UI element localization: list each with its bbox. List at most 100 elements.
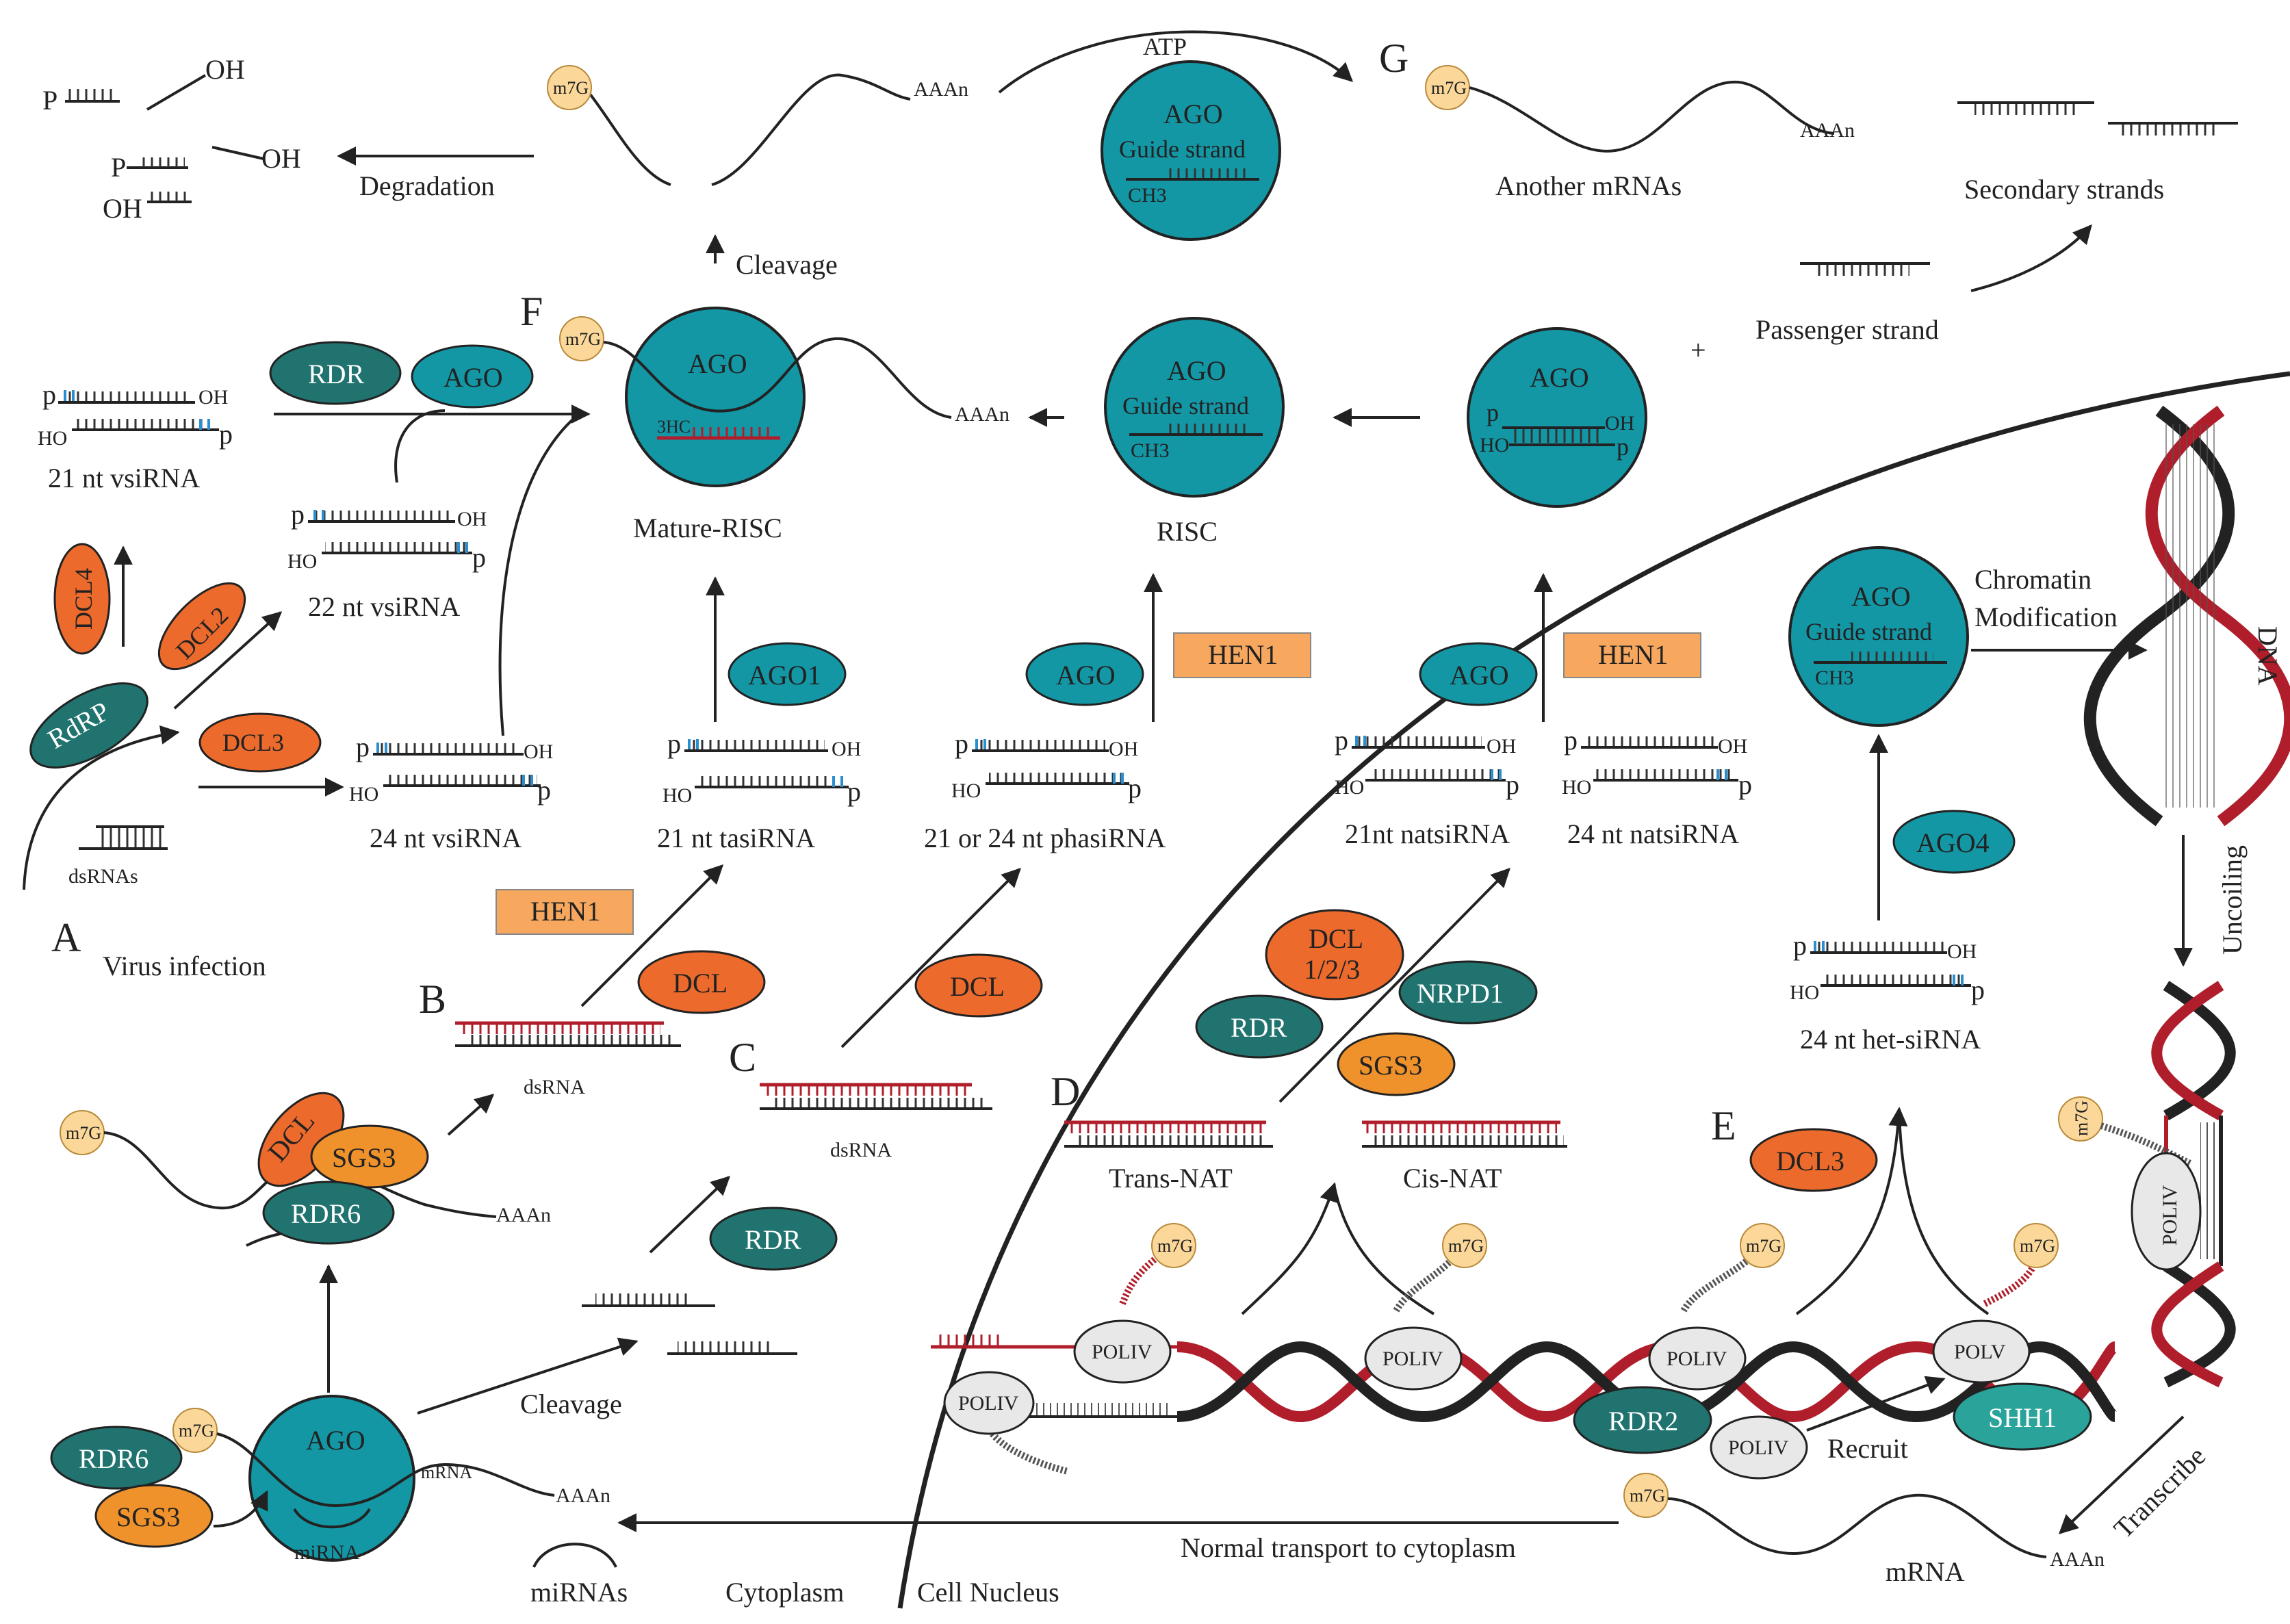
cell-nucleus-label: Cell Nucleus	[917, 1577, 1059, 1608]
letter-c: C	[729, 1035, 756, 1080]
dcl2-arrow	[173, 611, 283, 710]
ch3-risc: CH3	[1131, 439, 1170, 462]
dcl123-ellipse	[1265, 909, 1404, 1001]
nuclear-membrane	[897, 371, 2290, 1609]
phasirna-p: p	[955, 728, 968, 759]
vsirna22-label: 22 nt vsiRNA	[308, 591, 460, 622]
poliv-4-label: POLIV	[958, 1392, 1019, 1415]
hen1-label-b: HEN1	[530, 896, 600, 927]
ago-recycled	[1101, 60, 1281, 241]
pre-risc-oh: OH	[1605, 412, 1634, 435]
cap-label-e2: m7G	[2020, 1236, 2055, 1256]
dsrna-b-label: dsRNA	[524, 1076, 585, 1098]
fragment-oh-2: OH	[261, 143, 301, 174]
mirna-target-mrna	[216, 1432, 555, 1508]
phasirna-ho: HO	[951, 779, 981, 802]
dcl-label-b: DCL	[673, 968, 728, 998]
normal-transport-label: Normal transport to cytoplasm	[1181, 1532, 1516, 1563]
dcl123-label-line2: 1/2/3	[1304, 954, 1360, 985]
cap-label-g: m7G	[1431, 78, 1467, 98]
sgs3-label-d: SGS3	[1359, 1050, 1422, 1081]
sgs3-ellipse-mirna	[94, 1484, 214, 1548]
ago-label-c: AGO	[1056, 660, 1116, 691]
rdr6-to-dsrna-arrow	[447, 1094, 495, 1136]
hen1-box-d	[1563, 632, 1701, 678]
pre-risc-ho: HO	[1480, 434, 1509, 456]
nrpd1-ellipse	[1398, 960, 1538, 1024]
het-arc-right	[1898, 1111, 1990, 1315]
plus-sign: +	[1690, 335, 1706, 365]
ago-top-label: AGO	[443, 362, 503, 393]
letter-a: A	[51, 915, 81, 960]
cleavage-label-top: Cleavage	[736, 249, 838, 280]
rdrp-ellipse	[29, 682, 149, 769]
trans-arc-right	[1333, 1187, 1435, 1315]
cap-circle-d2	[1442, 1223, 1487, 1268]
vertical-dna-helix	[2083, 405, 2290, 827]
vsirna21-p: p	[42, 379, 56, 410]
another-mrnas-label: Another mRNAs	[1495, 170, 1682, 201]
ch3-het: CH3	[1815, 667, 1854, 689]
cap-circle-mrna	[1623, 1473, 1669, 1518]
nat-to-natsirna-arrow	[1278, 868, 1510, 1103]
poliv-label-dna: POLIV	[2159, 1185, 2181, 1246]
vsirna21-oh: OH	[198, 386, 228, 409]
rdr6-label-complex: RDR6	[291, 1198, 361, 1229]
poliv-3	[1648, 1326, 1747, 1391]
risc-label: RISC	[1157, 516, 1218, 547]
dcl3-label-a: DCL3	[222, 729, 284, 756]
nuclear-mrna-strand	[1667, 1493, 2047, 1558]
rdr-top-label: RDR	[308, 359, 365, 389]
rdr-ellipse-c	[709, 1207, 838, 1271]
risc-ago-label: AGO	[1167, 355, 1226, 386]
natsirna21-p: p	[1335, 725, 1348, 756]
poliv-2	[1364, 1326, 1463, 1391]
cap-label-dna: m7G	[2072, 1100, 2092, 1136]
rdr-label-d: RDR	[1231, 1012, 1287, 1043]
dcl4-ellipse	[53, 543, 111, 655]
nrpd1-label: NRPD1	[1417, 978, 1504, 1009]
poliv-4	[943, 1371, 1035, 1435]
polv-label: POLV	[1954, 1341, 2006, 1363]
dcl2-ellipse	[157, 582, 246, 671]
cap-label-d2: m7G	[1448, 1236, 1484, 1256]
dcl123-label-line1: DCL	[1309, 923, 1363, 954]
vsirna24-p-end: p	[537, 775, 551, 805]
vsirna24-p: p	[356, 732, 370, 762]
dcl-ellipse-c	[914, 953, 1043, 1018]
rdr6-ellipse-mirna	[50, 1426, 183, 1490]
mature-risc-ago-label: AGO	[688, 348, 747, 379]
cap-label-f: m7G	[565, 329, 601, 349]
vsirna22-p-end: p	[472, 542, 486, 573]
vsirna24-oh: OH	[524, 740, 553, 763]
virus-arrow	[23, 725, 180, 890]
cap-circle-d1	[1151, 1223, 1196, 1268]
hetsirna-p-end: p	[1971, 975, 1985, 1005]
cap-circle-e1	[1740, 1223, 1785, 1268]
cap-label-mrna: m7G	[1630, 1486, 1665, 1506]
letter-b: B	[419, 977, 446, 1022]
cleavage-to-dsrna-c-arrow	[649, 1176, 731, 1254]
poliv-1-label: POLIV	[1092, 1341, 1153, 1363]
natsirna21-oh: OH	[1487, 735, 1516, 758]
vsirna21-ho: HO	[38, 427, 67, 450]
letter-e: E	[1711, 1103, 1736, 1148]
poliv-ellipse-dna	[2131, 1152, 2202, 1271]
mirna-ago-label: AGO	[306, 1425, 365, 1456]
natsirna24-oh: OH	[1718, 735, 1747, 758]
vsirna24-connector	[498, 416, 576, 736]
poliv-2-label: POLIV	[1382, 1348, 1443, 1370]
tasirna-oh: OH	[832, 738, 861, 760]
recruit-arrow	[1806, 1376, 1946, 1432]
natsirna24-p-end: p	[1738, 769, 1752, 800]
tasirna-ho: HO	[662, 784, 692, 807]
polya-tail-mirna: AAAn	[556, 1484, 610, 1507]
shh1-ellipse	[1953, 1382, 2092, 1451]
het-arc-left	[1795, 1107, 1908, 1315]
dcl4-label: DCL4	[70, 568, 97, 630]
ago-label-d: AGO	[1450, 660, 1509, 691]
polya-tail-f: AAAn	[955, 403, 1009, 426]
cap-label-mirna: m7G	[179, 1421, 214, 1441]
natsirna21-label: 21nt natsiRNA	[1345, 819, 1510, 849]
sgs3-label-mirna: SGS3	[116, 1501, 180, 1532]
